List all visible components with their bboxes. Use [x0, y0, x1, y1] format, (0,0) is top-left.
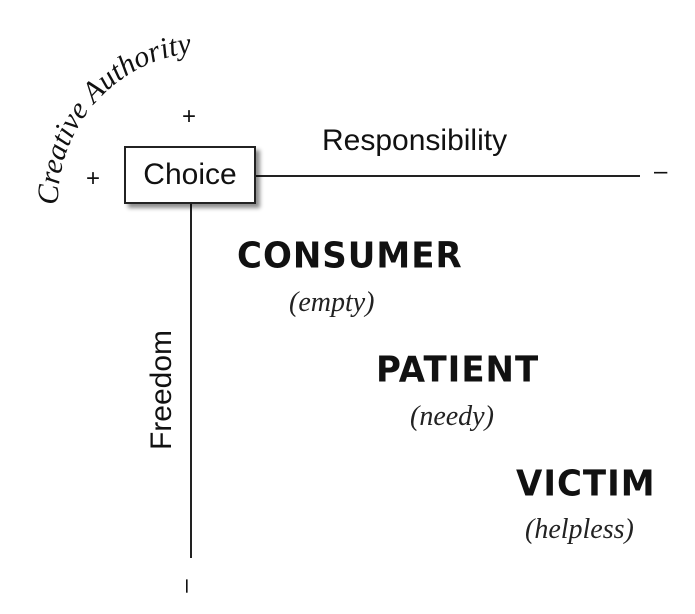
bottom-minus-sign: – — [174, 579, 202, 593]
role-consumer-title: CONSUMER — [237, 235, 463, 277]
choice-label: Choice — [143, 158, 237, 191]
role-patient-subtitle: (needy) — [410, 401, 494, 432]
left-plus-sign: + — [86, 165, 101, 192]
responsibility-label: Responsibility — [322, 124, 508, 157]
freedom-label: Freedom — [145, 329, 178, 451]
responsibility-axis-line — [256, 175, 640, 177]
role-consumer-subtitle: (empty) — [289, 287, 375, 318]
role-patient-title: PATIENT — [376, 349, 540, 391]
role-victim-title: VICTIM — [516, 463, 656, 505]
choice-box: Choice — [124, 146, 256, 204]
freedom-axis-line — [190, 204, 192, 558]
top-plus-sign: + — [182, 103, 197, 130]
role-victim-subtitle: (helpless) — [525, 514, 634, 545]
right-minus-sign: – — [654, 158, 668, 185]
